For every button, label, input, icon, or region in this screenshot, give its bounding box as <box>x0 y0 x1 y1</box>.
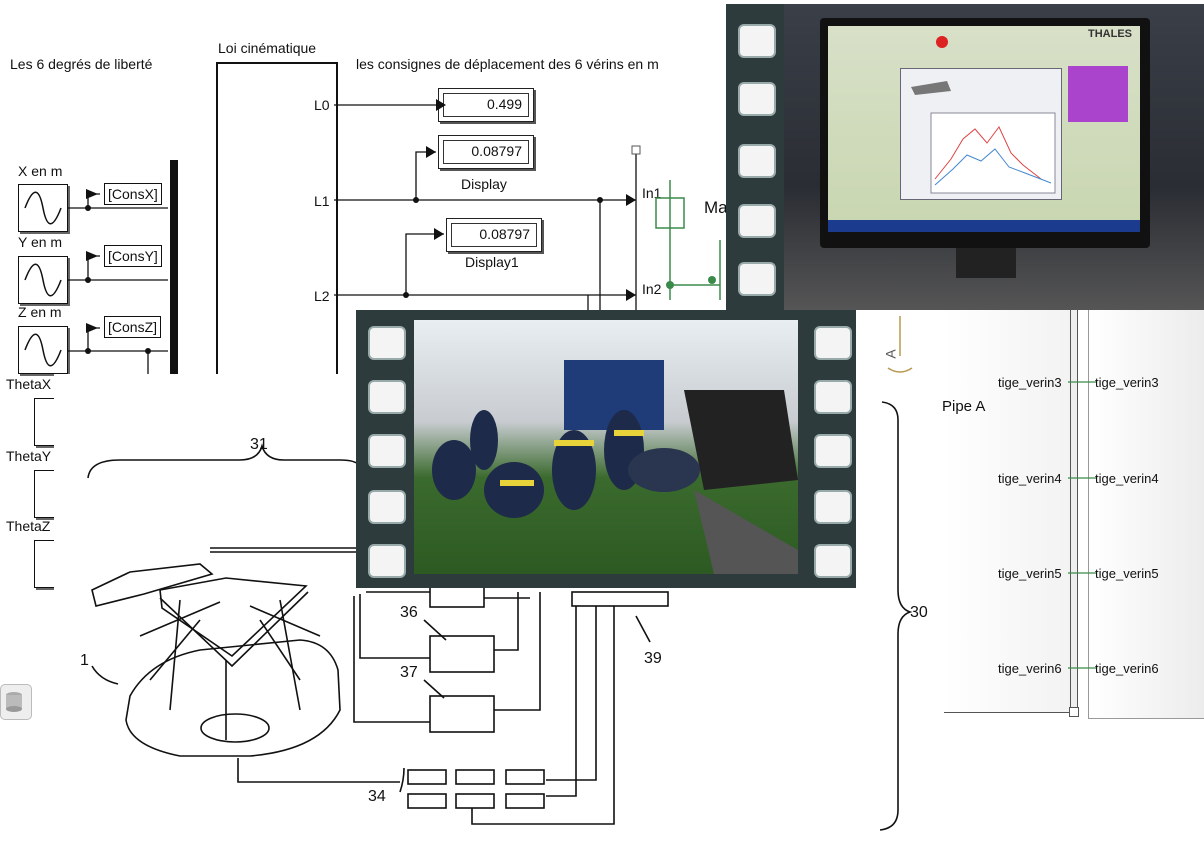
rugby-scene <box>414 320 798 574</box>
pipe-right-label-5: tige_verin5 <box>1095 566 1159 581</box>
source-thetay-label: ThetaY <box>6 448 52 464</box>
rugby-photo <box>356 310 856 588</box>
pipe-bottom-line <box>944 712 1074 713</box>
source-y-label: Y en m <box>18 234 63 250</box>
taskbar <box>828 220 1140 232</box>
pipe-right-label-6: tige_verin6 <box>1095 661 1159 676</box>
monitor-photo: THALES <box>726 4 1204 310</box>
display1[interactable]: 0.08797 <box>446 218 542 252</box>
mux-bar[interactable] <box>170 160 178 374</box>
pipe-left-label-6: tige_verin6 <box>998 661 1062 676</box>
ref-36: 36 <box>400 604 418 621</box>
film-strip-left-2 <box>356 310 410 588</box>
pipe-block[interactable] <box>1088 300 1204 719</box>
port-in2: In2 <box>642 281 662 297</box>
pipe-connectors <box>1068 381 1096 669</box>
pipe-corner-handle[interactable] <box>1069 707 1079 717</box>
source-z-label: Z en m <box>18 304 62 320</box>
port-l0: L0 <box>314 97 330 113</box>
pipe-bus <box>1070 300 1078 710</box>
kinematic-block[interactable] <box>216 62 338 384</box>
ref-30: 30 <box>910 604 928 621</box>
pipe-right-label-4: tige_verin4 <box>1095 471 1159 486</box>
monitor-stand <box>956 248 1016 278</box>
display[interactable]: 0.08797 <box>438 135 534 169</box>
sine-wave-icon <box>24 263 62 297</box>
pipe-left-label-4: tige_verin4 <box>998 471 1062 486</box>
app-window <box>900 68 1062 200</box>
patent-bg <box>54 374 366 594</box>
sine-source-y[interactable] <box>18 256 68 304</box>
dof-title: Les 6 degrés de liberté <box>10 56 153 72</box>
pipe-right-label-3: tige_verin3 <box>1095 375 1159 390</box>
display1-value: 0.08797 <box>451 223 537 247</box>
goto-tag-consz[interactable]: [ConsZ] <box>104 316 162 338</box>
source-thetax-label: ThetaX <box>6 376 52 392</box>
ref-1: 1 <box>80 652 89 669</box>
display-name: Display <box>461 176 507 192</box>
port-in1: In1 <box>642 185 662 201</box>
pipe-name: Pipe A <box>942 398 986 415</box>
goto-tag-consy[interactable]: [ConsY] <box>104 245 162 267</box>
display1-name: Display1 <box>465 254 519 270</box>
display-l0[interactable]: 0.499 <box>438 88 534 122</box>
kinematic-title: Loi cinématique <box>218 40 317 56</box>
pipe-left-label-5: tige_verin5 <box>998 566 1062 581</box>
sine-source-z[interactable] <box>18 326 68 374</box>
consignes-title: les consignes de déplacement des 6 vérin… <box>356 56 659 72</box>
display-value: 0.08797 <box>443 140 529 164</box>
monitor-frame: THALES <box>820 18 1150 248</box>
sine-source-x[interactable] <box>18 184 68 232</box>
sine-wave-icon <box>24 333 62 367</box>
thumbnail-image <box>1068 66 1128 122</box>
monitor-brand: THALES <box>1088 28 1132 40</box>
film-strip-right-2 <box>802 310 856 588</box>
pipe-bg <box>944 300 1074 712</box>
database-icon[interactable] <box>0 684 32 720</box>
monitor-screen: THALES <box>828 26 1140 232</box>
source-thetaz-label: ThetaZ <box>6 518 51 534</box>
sine-wave-icon <box>24 191 62 225</box>
port-l1: L1 <box>314 193 330 209</box>
ref-31: 31 <box>250 436 268 453</box>
film-strip-left <box>726 4 784 310</box>
power-icon <box>936 36 948 48</box>
ref-37: 37 <box>400 664 418 681</box>
partial-label: Ma <box>704 198 728 217</box>
ref-39: 39 <box>644 650 662 667</box>
patent-lines <box>87 401 913 831</box>
ref-34: 34 <box>368 788 386 805</box>
signal-wires <box>68 99 721 380</box>
pipe-left-label-3: tige_verin3 <box>998 375 1062 390</box>
goto-tag-consx[interactable]: [ConsX] <box>104 183 162 205</box>
hydraulic-symbol-icon <box>887 316 913 373</box>
source-x-label: X en m <box>18 163 63 179</box>
port-l2: L2 <box>314 288 330 304</box>
